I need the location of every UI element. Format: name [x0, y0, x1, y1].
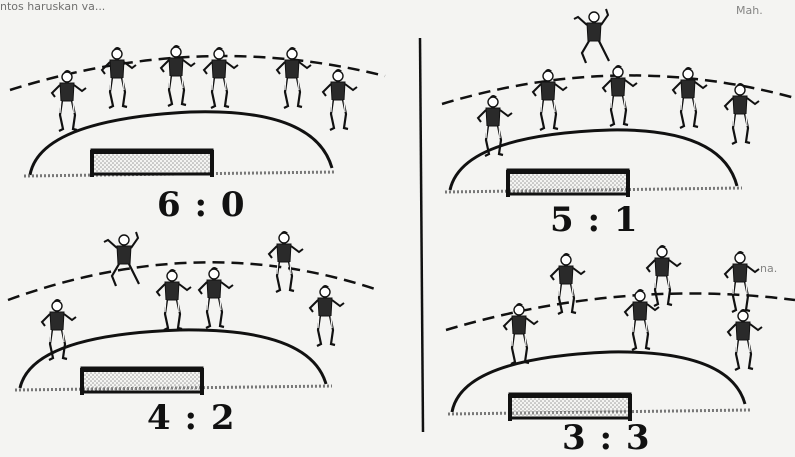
panel-divider	[420, 38, 423, 432]
formation-label-6-0: 6 : 0	[157, 185, 246, 225]
player-figure	[204, 47, 238, 108]
goal-icon	[82, 368, 202, 395]
player-figure	[104, 232, 139, 286]
formation-3-3-panel	[446, 245, 795, 421]
player-figure	[574, 9, 609, 63]
player-figure	[52, 70, 86, 131]
player-figure	[625, 289, 659, 350]
player-figure	[157, 269, 191, 330]
player-figure	[310, 285, 344, 346]
player-figure	[161, 45, 195, 106]
formation-6-0-panel	[10, 45, 385, 177]
player-figure	[725, 251, 759, 312]
player-figure	[269, 231, 303, 292]
player-figure	[725, 83, 759, 144]
formation-5-1-panel	[442, 9, 795, 197]
formation-label-3-3: 3 : 3	[562, 418, 651, 457]
goal-icon	[510, 394, 630, 421]
player-figure	[199, 267, 233, 328]
formation-label-4-2: 4 : 2	[147, 398, 236, 438]
formation-4-2-panel	[8, 231, 378, 395]
player-figure	[504, 303, 538, 364]
player-figure	[603, 65, 637, 126]
goal-icon	[508, 170, 628, 197]
formation-label-5-1: 5 : 1	[550, 200, 639, 240]
player-figure	[277, 47, 311, 108]
player-figure	[102, 47, 136, 108]
player-figure	[647, 245, 681, 306]
player-figure	[551, 253, 585, 314]
goal-icon	[92, 150, 212, 177]
player-figure	[728, 309, 762, 370]
player-figure	[323, 69, 357, 130]
